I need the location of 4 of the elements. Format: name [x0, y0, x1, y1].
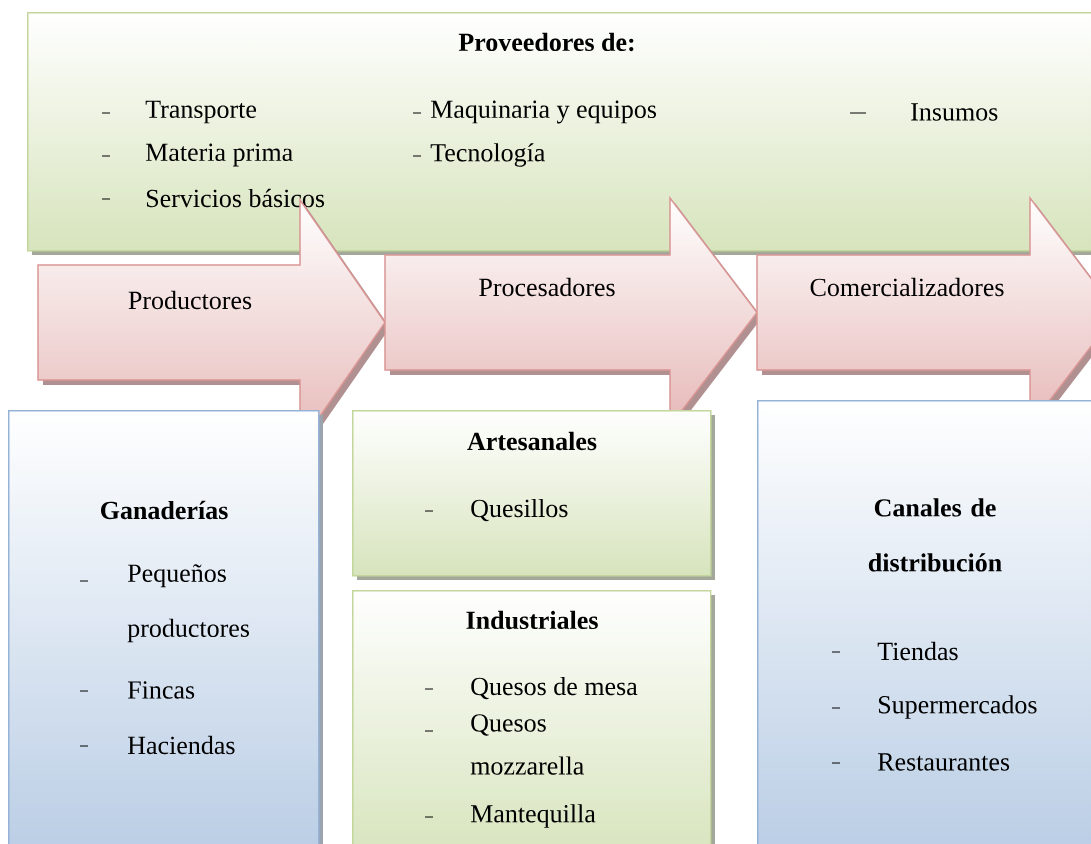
- list-item: Tiendas: [831, 641, 958, 661]
- list-item: Restaurantes: [831, 753, 1010, 771]
- list-item: Supermercados: [831, 695, 1037, 719]
- heading: Canales de distribución: [868, 498, 1002, 572]
